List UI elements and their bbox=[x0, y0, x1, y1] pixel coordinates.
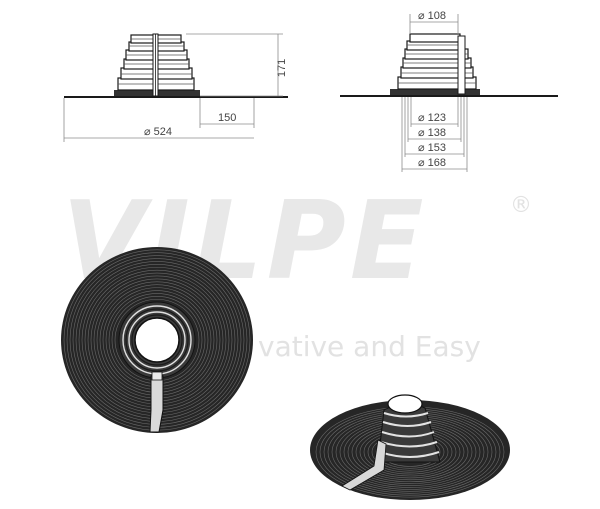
overall-diameter-label: ⌀ 524 bbox=[144, 126, 172, 138]
step-diameter-label: ⌀ 123 bbox=[418, 112, 446, 124]
step-diameter-label: ⌀ 168 bbox=[418, 157, 446, 169]
top-diameter-label: ⌀ 108 bbox=[418, 10, 446, 22]
side-view-drawing: 171 150 ⌀ 524 bbox=[63, 33, 288, 142]
watermark-tagline: vative and Easy bbox=[258, 330, 481, 363]
flange-width-label: 150 bbox=[218, 112, 236, 124]
front-view-drawing: ⌀ 108 ⌀ 123 ⌀ 138 ⌀ 153 ⌀ 168 bbox=[340, 10, 558, 172]
top-view-render bbox=[61, 247, 253, 433]
registered-mark: ® bbox=[510, 193, 532, 218]
perspective-view-render bbox=[310, 394, 510, 500]
step-diameter-label: ⌀ 153 bbox=[418, 142, 446, 154]
height-label: 171 bbox=[276, 59, 288, 77]
step-diameter-label: ⌀ 138 bbox=[418, 127, 446, 139]
